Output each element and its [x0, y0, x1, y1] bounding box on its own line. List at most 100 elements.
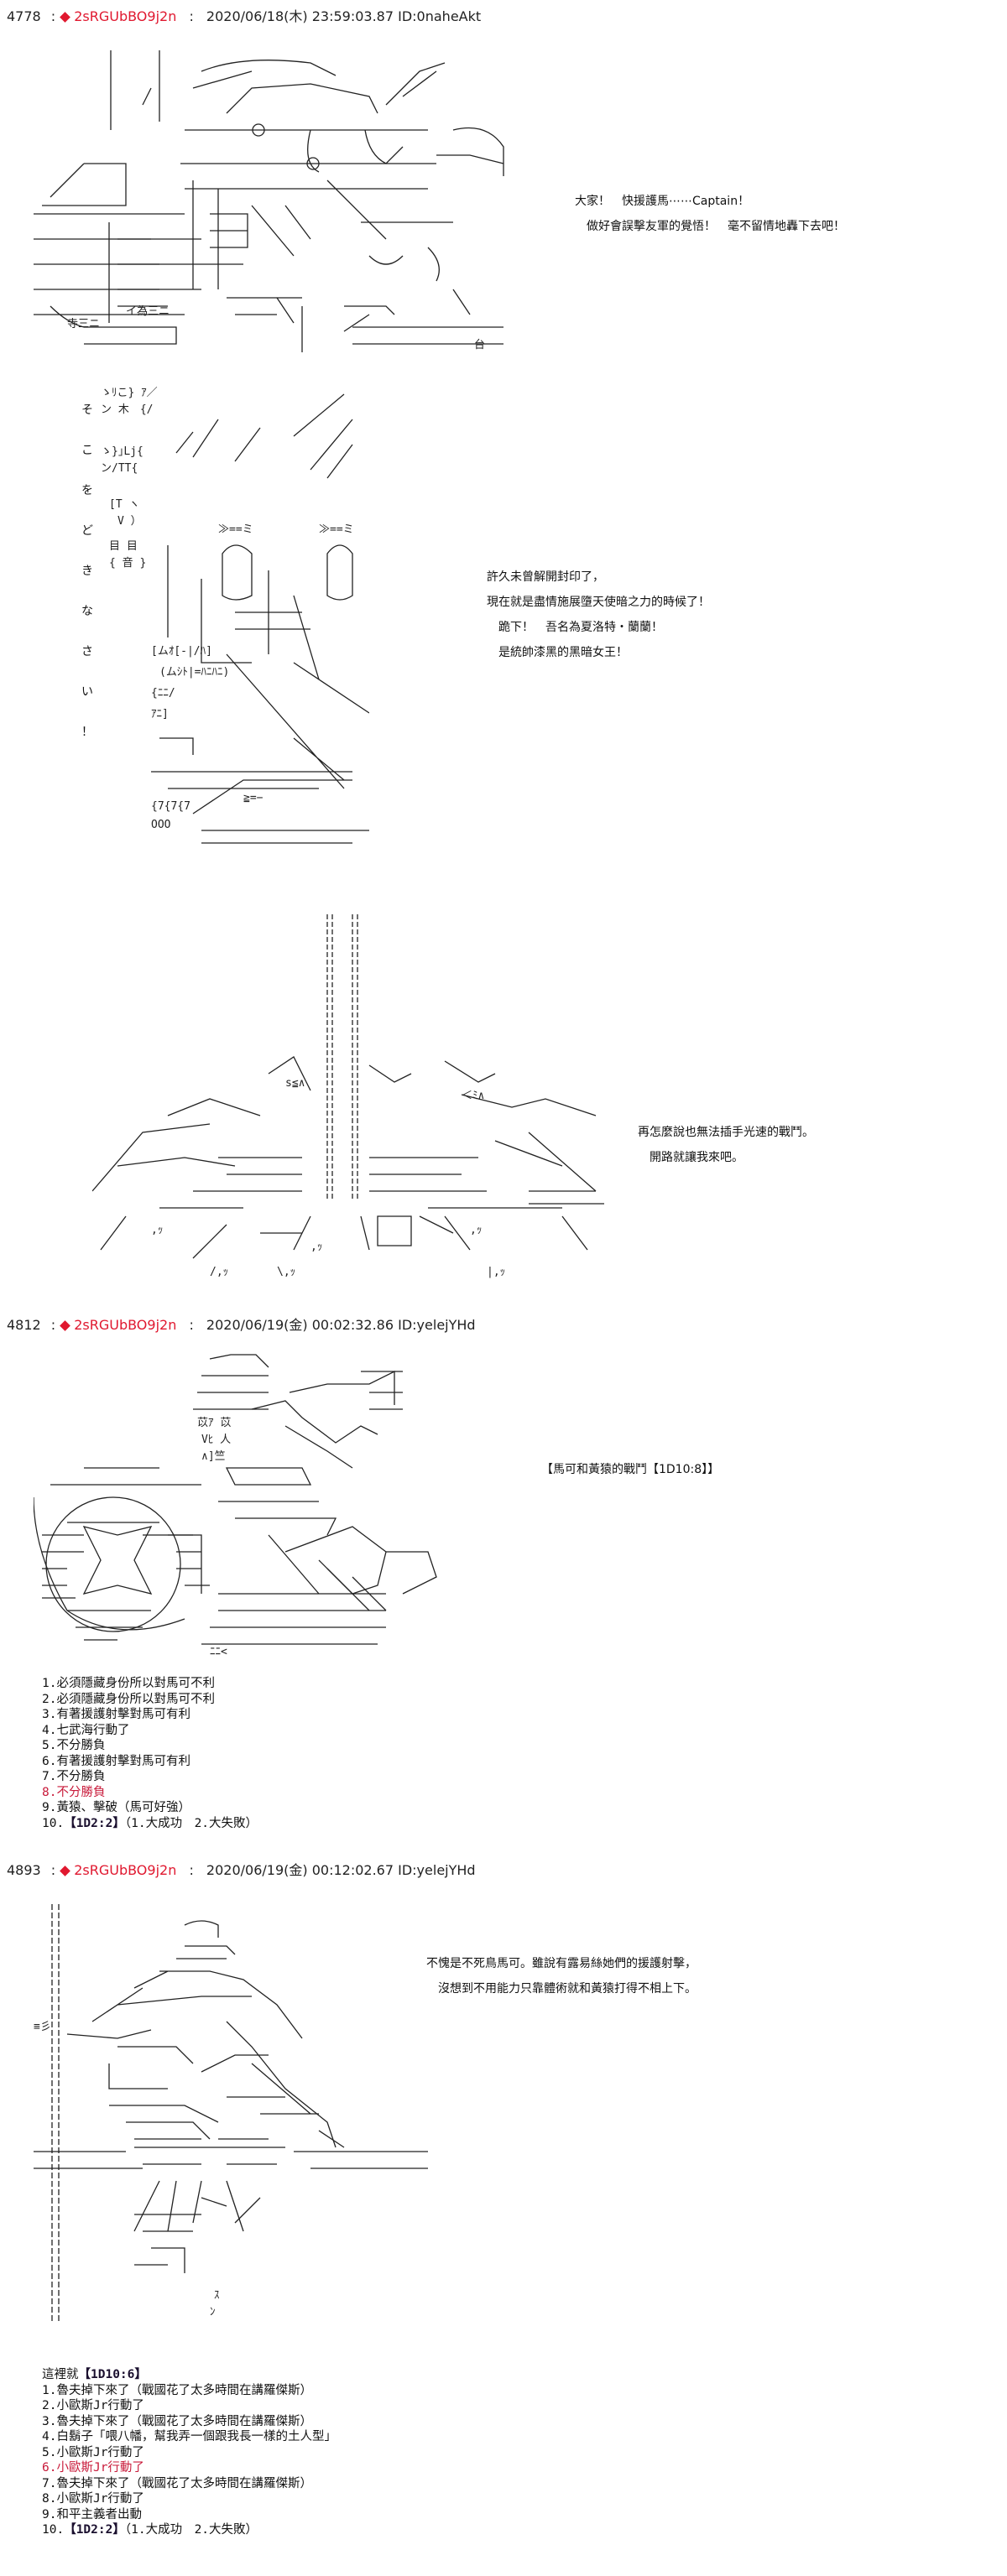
svg-text:{ﾆﾆ/: {ﾆﾆ/	[151, 687, 175, 700]
post-datetime: 2020/06/18(木) 23:59:03.87	[206, 8, 394, 24]
svg-text:ン/TT{: ン/TT{	[101, 462, 138, 475]
list-item: 5.不分勝負	[42, 1739, 106, 1752]
tripcode: 2sRGUbBO9j2n	[74, 8, 177, 24]
list-item: 8.小歐斯Jr行動了	[42, 2492, 144, 2506]
vertical-char: こ	[81, 444, 93, 457]
vertical-char: い	[81, 685, 93, 699]
svg-text:\,ｯ: \,ｯ	[277, 1266, 295, 1278]
list-item: 2.必須隱藏身份所以對馬可不利	[42, 1692, 215, 1706]
list-title-text: 這裡就	[42, 2368, 79, 2381]
list-item-suffix: （1.大成功 2.大失敗）	[124, 2523, 258, 2537]
giant-spear-impact-ascii-art: ,ｯ,ｯ,ｯ /,ｯ\,ｯ|,ｯ s≦∧＜ﾐ∧	[92, 914, 613, 1283]
post-number[interactable]: 4893	[7, 1862, 41, 1878]
post-datetime: 2020/06/19(金) 00:12:02.67	[206, 1862, 394, 1878]
tripcode: 2sRGUbBO9j2n	[74, 1862, 177, 1878]
post-id[interactable]: ID:yelejYHd	[398, 1317, 476, 1333]
dialog-block: 不愧是不死鳥馬可。雖說有露易絲她們的援護射擊， 沒想到不用能力只靠體術就和黃猿打…	[426, 1951, 697, 2001]
post-id[interactable]: ID:0naheAkt	[398, 8, 482, 24]
mecha-soldier-ascii-art: 寺三ニイ為三ニ 台	[34, 38, 537, 356]
svg-text:目 目: 目 目	[109, 540, 138, 553]
svg-text:[ムｵ[-|/ﾊ]: [ムｵ[-|/ﾊ]	[151, 645, 212, 658]
dialog-line: 開路就讓我來吧。	[638, 1151, 744, 1164]
vertical-char: さ	[81, 645, 93, 658]
svg-text:|,ｯ: |,ｯ	[487, 1266, 505, 1278]
svg-text:ゝ}｣Lj{: ゝ}｣Lj{	[101, 445, 143, 458]
svg-text:≡彡: ≡彡	[34, 2021, 51, 2033]
list-item: 7.不分勝負	[42, 1770, 106, 1783]
sengoku-on-railing-ascii-art: ≡彡 ｽﾝ	[34, 1896, 470, 2332]
vertical-char: ど	[81, 524, 93, 538]
list-item: 4.白鬍子「喂八幡，幫我弄一個跟我長一樣的土人型」	[42, 2430, 337, 2443]
list-title: 這裡就【1D10:6】	[42, 2367, 337, 2383]
list-item: 2.小歐斯Jr行動了	[42, 2399, 144, 2412]
dialog-line: 許久未曾解開封印了，	[487, 570, 604, 584]
svg-text:{7{7{7: {7{7{7	[151, 800, 190, 813]
svg-text:{ 音 }: { 音 }	[109, 556, 146, 570]
svg-text:≫==ミ: ≫==ミ	[319, 523, 354, 536]
tripcode-link[interactable]: 2sRGUbBO9j2n	[60, 8, 176, 24]
diamond-icon	[60, 1865, 71, 1876]
dialog-line: 跪下！ 吾名為夏洛特・蘭蘭！	[487, 621, 663, 634]
vertical-char: き	[81, 565, 93, 578]
dialog-line: 沒想到不用能力只靠體術就和黃猿打得不相上下。	[426, 1982, 697, 1996]
svg-text:∧]竺: ∧]竺	[201, 1450, 226, 1463]
post-number[interactable]: 4778	[7, 8, 41, 24]
dialog-line: 【馬可和黃猿的戰鬥【1D10:8】】	[541, 1463, 720, 1476]
svg-text:/,ｯ: /,ｯ	[210, 1266, 228, 1278]
list-item: 9.黃猿、擊破（馬可好強）	[42, 1801, 190, 1814]
svg-text:,ｯ: ,ｯ	[470, 1224, 482, 1236]
post-number[interactable]: 4812	[7, 1317, 41, 1333]
list-item: 7.魯夫掉下來了（戰國花了太多時間在講羅傑斯）	[42, 2476, 312, 2490]
svg-text:V ）: V ）	[117, 515, 142, 528]
svg-text:OOO: OOO	[151, 819, 171, 831]
svg-text:[T ヽ: [T ヽ	[109, 498, 139, 511]
dialog-line: 再怎麼說也無法插手光速的戰鬥。	[638, 1126, 814, 1139]
dialog-line: 不愧是不死鳥馬可。雖說有露易絲她們的援護射擊，	[426, 1957, 697, 1970]
list-item-prefix: 10.	[42, 1816, 65, 1830]
svg-text:苡ｱ 苡: 苡ｱ 苡	[197, 1417, 231, 1429]
dice-result: 【1D2:2】	[64, 2523, 125, 2537]
list-item-suffix: （1.大成功 2.大失敗）	[124, 1816, 258, 1830]
svg-text:,ｯ: ,ｯ	[151, 1224, 163, 1236]
vertical-char: ！	[81, 726, 93, 739]
list-item-prefix: 10.	[42, 2523, 65, 2537]
vertical-text: そ こ を ど き な さ い ！	[81, 390, 94, 752]
svg-text:s≦∧: s≦∧	[285, 1077, 305, 1090]
dark-angel-girl-ascii-art: ゝﾘこ} ｱ／ ン 木 {/ ゝ}｣Lj{ ン/TT{ [T ヽ V ） 目 目…	[101, 386, 369, 872]
post-id[interactable]: ID:yelejYHd	[398, 1862, 476, 1878]
list-item: 3.魯夫掉下來了（戰國花了太多時間在講羅傑斯）	[42, 2414, 312, 2428]
list-item-last: 10.【1D2:2】（1.大成功 2.大失敗）	[42, 1816, 258, 1832]
svg-text:ｽ: ｽ	[214, 2289, 220, 2302]
svg-text:ﾆﾆ<: ﾆﾆ<	[210, 1646, 227, 1658]
tripcode-link[interactable]: 2sRGUbBO9j2n	[60, 1317, 176, 1333]
svg-text:ﾝ: ﾝ	[210, 2306, 216, 2318]
list-item: 1.必須隱藏身份所以對馬可不利	[42, 1677, 215, 1690]
list-item-last: 10.【1D2:2】（1.大成功 2.大失敗）	[42, 2522, 337, 2538]
svg-text:,ｯ: ,ｯ	[310, 1241, 322, 1253]
diamond-icon	[60, 11, 71, 23]
dice-option-list: 1.必須隱藏身份所以對馬可不利 2.必須隱藏身份所以對馬可不利 3.有著援護射擊…	[42, 1676, 258, 1831]
vertical-char: そ	[81, 403, 93, 417]
dialog-line: 做好會誤擊友軍的覺悟！ 毫不留情地轟下去吧！	[575, 220, 845, 233]
list-item-highlighted: 6.小歐斯Jr行動了	[42, 2461, 144, 2475]
dialog-line: 大家！ 快援護馬⋯⋯Captain！	[575, 195, 750, 208]
list-item: 9.和平主義者出動	[42, 2507, 142, 2521]
tripcode-link[interactable]: 2sRGUbBO9j2n	[60, 1862, 176, 1878]
dialog-block: 再怎麼說也無法插手光速的戰鬥。 開路就讓我來吧。	[638, 1120, 814, 1170]
tripcode: 2sRGUbBO9j2n	[74, 1317, 177, 1333]
svg-text:ン 木 {/: ン 木 {/	[101, 403, 153, 416]
dialog-line: 現在就是盡情施展墮天使暗之力的時候了！	[487, 596, 710, 609]
svg-text:≫==ミ: ≫==ミ	[218, 523, 253, 536]
list-item: 4.七武海行動了	[42, 1723, 130, 1737]
dialog-line: 是統帥漆黑的黑暗女王！	[487, 646, 628, 659]
list-item: 3.有著援護射擊對馬可有利	[42, 1708, 190, 1721]
vertical-char: を	[81, 484, 93, 497]
list-item-highlighted: 8.不分勝負	[42, 1785, 106, 1799]
vertical-char: な	[81, 605, 93, 618]
list-item: 5.小歐斯Jr行動了	[42, 2445, 144, 2459]
svg-text:(ムｼﾄ|=ﾊﾆﾊﾆ): (ムｼﾄ|=ﾊﾆﾊﾆ)	[159, 666, 229, 679]
svg-text:イ為三ニ: イ為三ニ	[126, 304, 170, 318]
svg-text:≧=−: ≧=−	[243, 792, 263, 804]
dice-result: 【1D10:6】	[78, 2368, 147, 2381]
